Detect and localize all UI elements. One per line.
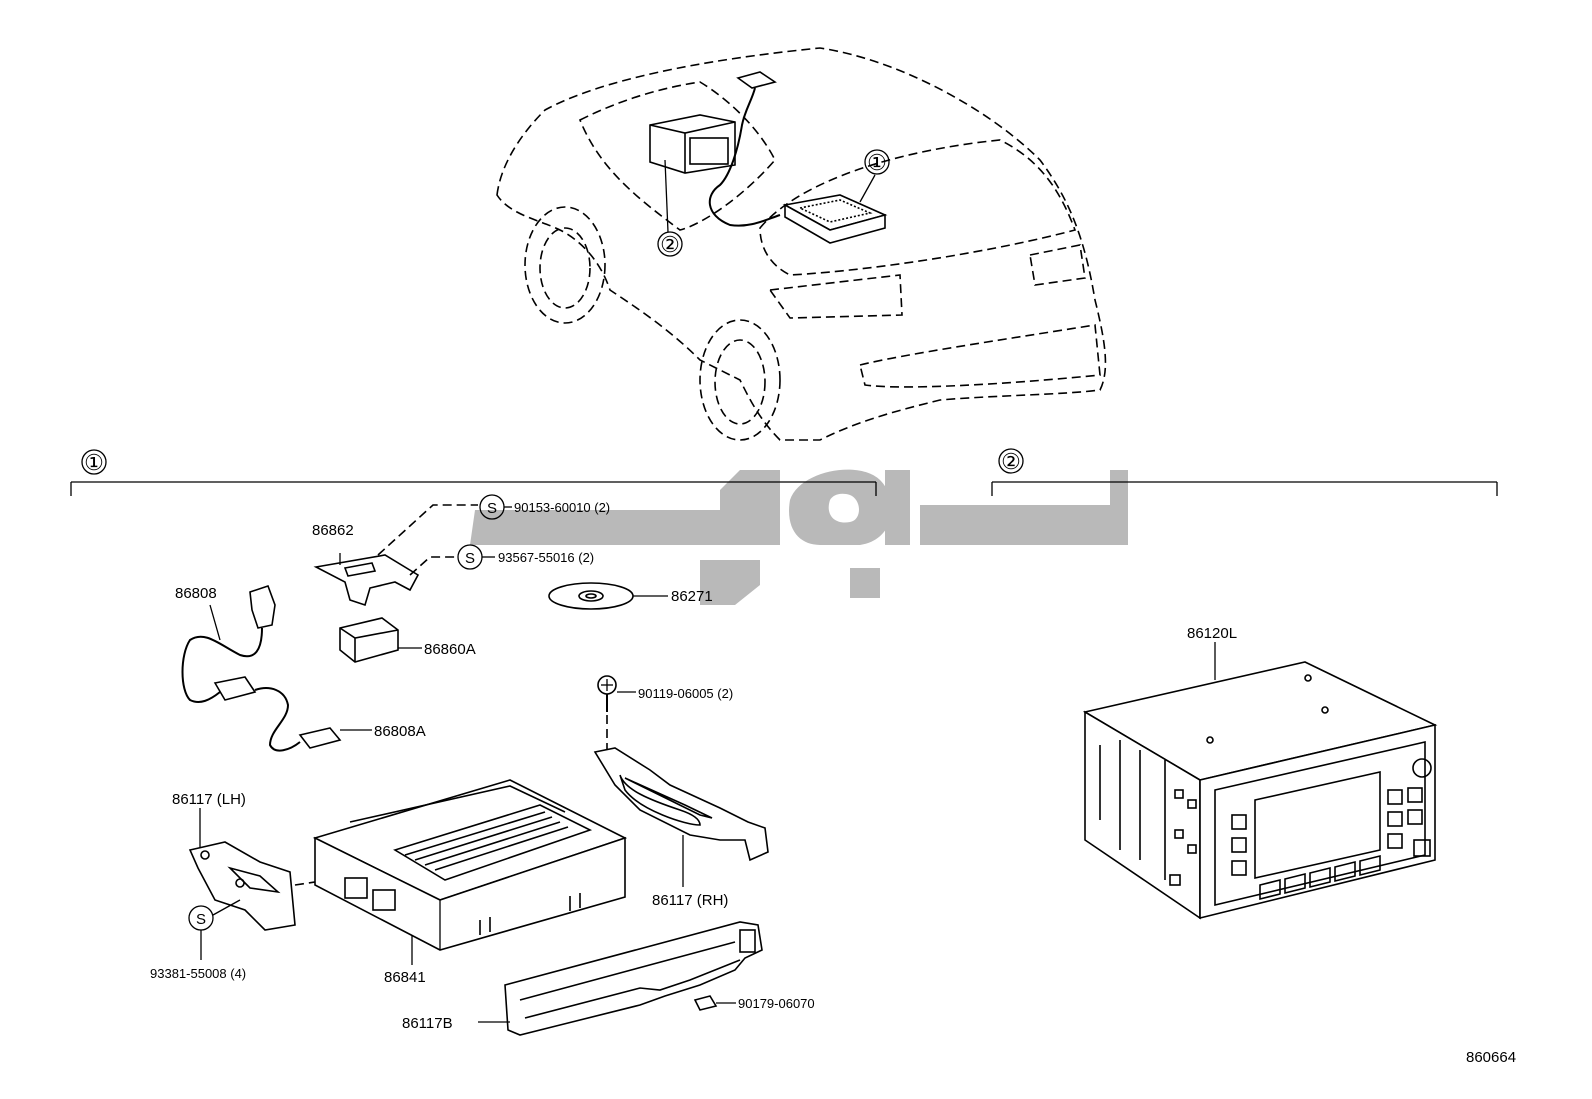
car-leader-2 xyxy=(664,159,669,233)
leader-90153 xyxy=(377,504,478,556)
label-86120L: 86120L xyxy=(1187,625,1237,642)
label-86117RH: 86117 (RH) xyxy=(652,892,728,909)
s-marker-93567-text: S xyxy=(465,550,475,567)
car-bumper xyxy=(859,324,1101,388)
s-marker-93381-text: S xyxy=(196,911,206,928)
group-1-bracket: ① xyxy=(70,449,877,496)
label-90153: 90153-60010 (2) xyxy=(514,500,610,515)
label-86862: 86862 xyxy=(312,522,354,539)
car-front-wheel-inner xyxy=(539,227,591,309)
label-90179: 90179-06070 xyxy=(738,996,815,1011)
car-leader-1 xyxy=(859,174,876,203)
part-86860A-cover xyxy=(339,617,422,663)
car-callout-2: ② xyxy=(660,232,680,257)
part-86808-cable xyxy=(181,584,372,752)
leader-93567 xyxy=(409,556,455,576)
label-86841: 86841 xyxy=(384,969,426,986)
part-86117LH-bracket xyxy=(188,808,329,931)
label-93567: 93567-55016 (2) xyxy=(498,550,594,565)
label-86860A: 86860A xyxy=(424,641,476,658)
label-90119: 90119-06005 (2) xyxy=(638,686,733,701)
part-86271-disc xyxy=(548,582,668,610)
label-86808: 86808 xyxy=(175,585,217,602)
car-rear-window xyxy=(759,139,1077,276)
car-rear-wheel xyxy=(699,319,781,441)
label-93381: 93381-55008 (4) xyxy=(150,966,246,981)
diagram-code: 860664 xyxy=(1466,1049,1516,1066)
car-callout-1: ① xyxy=(867,150,887,175)
part-90119-screw xyxy=(597,675,636,752)
part-86117B-bracket xyxy=(478,921,763,1036)
vehicle-overview: ① ② xyxy=(496,47,1107,441)
car-gps-antenna xyxy=(736,71,777,89)
car-callout-2-circle xyxy=(657,231,683,257)
car-rear-wheel-inner xyxy=(714,339,766,425)
label-86117LH: 86117 (LH) xyxy=(172,791,246,808)
part-86862-bracket xyxy=(313,553,420,607)
car-nav-computer xyxy=(782,194,888,244)
group-1-callout: ① xyxy=(84,450,104,475)
watermark-logo xyxy=(470,469,1128,605)
label-86808A: 86808A xyxy=(374,723,426,740)
part-86120L-head-unit xyxy=(1082,642,1438,920)
label-86271: 86271 xyxy=(671,588,713,605)
car-front-wheel xyxy=(524,206,606,324)
car-antenna-cable xyxy=(708,87,781,227)
car-tail-lamp-left xyxy=(768,274,903,319)
car-callout-1-circle xyxy=(864,149,890,175)
part-86841-nav-computer xyxy=(312,779,628,965)
car-body-outline xyxy=(496,47,1107,441)
label-86117B: 86117B xyxy=(402,1015,453,1032)
part-86117RH-bracket xyxy=(593,747,769,887)
s-marker-90153-text: S xyxy=(487,500,497,517)
car-tail-lamp-right xyxy=(1029,244,1086,286)
group-2-bracket: ② xyxy=(991,448,1498,496)
car-head-unit xyxy=(649,114,736,174)
part-90179-clip xyxy=(693,995,736,1011)
car-side-window xyxy=(578,81,776,231)
group-2-callout: ② xyxy=(1001,449,1021,474)
